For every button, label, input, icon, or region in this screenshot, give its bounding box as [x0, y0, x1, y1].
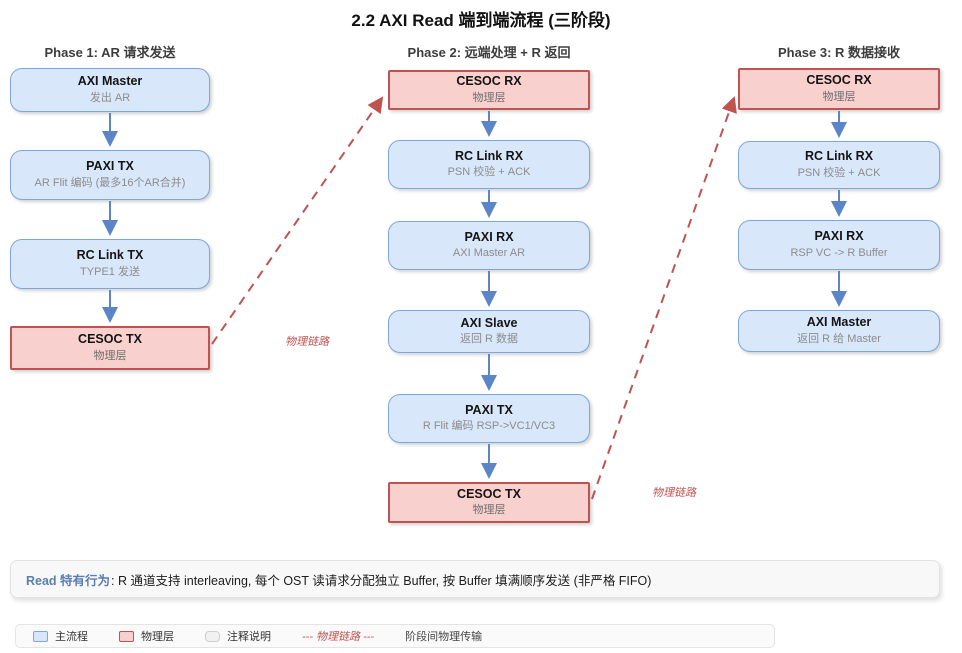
box-subtitle: 物理层: [472, 504, 506, 517]
box-title: PAXI TX: [465, 402, 513, 417]
box-subtitle: 物理层: [822, 90, 856, 103]
legend: 主流程 物理层 注释说明 --- 物理链路 --- 阶段间物理传输: [15, 624, 775, 648]
box-title: RC Link RX: [804, 149, 874, 164]
legend-label: --- 物理链路 ---: [302, 631, 375, 643]
flow-box-p2-rc-link-rx: RC Link RX PSN 校验 + ACK: [388, 140, 590, 189]
box-subtitle: PSN 校验 + ACK: [797, 166, 881, 179]
note-highlight: Read 特有行为: [26, 573, 111, 588]
flow-box-p1-paxi-tx: PAXI TX AR Flit 编码 (最多16个AR合并): [10, 150, 210, 200]
box-subtitle: TYPE1 发送: [80, 265, 140, 278]
box-title: AXI Master: [806, 315, 872, 330]
legend-item-main-flow: 主流程: [33, 628, 88, 644]
phy-layer-swatch: [119, 630, 134, 642]
box-title: AXI Slave: [460, 315, 518, 330]
box-title: RC Link TX: [76, 248, 144, 263]
physical-link-label-2: 物理链路: [652, 487, 696, 499]
flow-box-p1-cesoc-tx: CESOC TX 物理层: [10, 326, 210, 370]
legend-item-note: 注释说明: [205, 628, 271, 644]
note-text: : R 通道支持 interleaving, 每个 OST 读请求分配独立 Bu…: [111, 573, 652, 588]
page-title: 2.2 AXI Read 端到端流程 (三阶段): [351, 11, 611, 30]
box-title: CESOC TX: [78, 332, 142, 347]
box-subtitle: RSP VC -> R Buffer: [790, 246, 888, 259]
phase2-header: Phase 2: 远端处理 + R 返回: [407, 45, 571, 60]
box-subtitle: PSN 校验 + ACK: [447, 166, 531, 179]
box-subtitle: 物理层: [93, 349, 127, 362]
box-title: AXI Master: [77, 74, 143, 89]
flow-box-p2-paxi-rx: PAXI RX AXI Master AR: [388, 221, 590, 270]
flow-box-p2-cesoc-rx: CESOC RX 物理层: [388, 70, 590, 110]
physical-link-label-1: 物理链路: [285, 336, 329, 348]
box-subtitle: AR Flit 编码 (最多16个AR合并): [34, 176, 186, 189]
box-title: CESOC RX: [806, 73, 872, 88]
box-title: PAXI RX: [814, 229, 864, 244]
box-subtitle: R Flit 编码 RSP->VC1/VC3: [422, 420, 556, 433]
flow-box-p3-rc-link-rx: RC Link RX PSN 校验 + ACK: [738, 141, 940, 189]
box-title: CESOC TX: [457, 486, 521, 501]
read-behavior-note: Read 特有行为: R 通道支持 interleaving, 每个 OST 读…: [10, 560, 940, 598]
box-title: RC Link RX: [454, 148, 524, 163]
box-subtitle: 物理层: [472, 91, 506, 104]
main-flow-swatch: [33, 630, 48, 642]
flow-box-p3-axi-master: AXI Master 返回 R 给 Master: [738, 310, 940, 352]
flow-box-p2-paxi-tx: PAXI TX R Flit 编码 RSP->VC1/VC3: [388, 394, 590, 443]
legend-label: 主流程: [55, 631, 88, 643]
phase3-header: Phase 3: R 数据接收: [777, 45, 901, 60]
legend-label: 阶段间物理传输: [405, 631, 483, 643]
legend-item-physical-link: --- 物理链路 ---: [302, 628, 374, 644]
legend-item-phase-transfer: 阶段间物理传输: [405, 628, 482, 644]
box-title: CESOC RX: [456, 74, 522, 89]
legend-label: 物理层: [141, 631, 174, 643]
phase1-header: Phase 1: AR 请求发送: [44, 45, 176, 60]
box-title: PAXI RX: [464, 229, 514, 244]
legend-label: 注释说明: [227, 631, 271, 643]
flow-box-p2-axi-slave: AXI Slave 返回 R 数据: [388, 310, 590, 353]
note-swatch: [205, 630, 220, 642]
box-subtitle: 发出 AR: [89, 91, 131, 104]
box-title: PAXI TX: [86, 159, 134, 174]
flow-box-p1-rc-link-tx: RC Link TX TYPE1 发送: [10, 239, 210, 289]
flow-box-p3-paxi-rx: PAXI RX RSP VC -> R Buffer: [738, 220, 940, 270]
box-subtitle: 返回 R 给 Master: [797, 332, 881, 345]
flow-box-p3-cesoc-rx: CESOC RX 物理层: [738, 68, 940, 110]
legend-item-phy-layer: 物理层: [119, 628, 174, 644]
box-subtitle: 返回 R 数据: [459, 333, 519, 346]
flow-box-p2-cesoc-tx: CESOC TX 物理层: [388, 482, 590, 523]
flow-box-p1-axi-master: AXI Master 发出 AR: [10, 68, 210, 112]
box-subtitle: AXI Master AR: [452, 247, 526, 260]
